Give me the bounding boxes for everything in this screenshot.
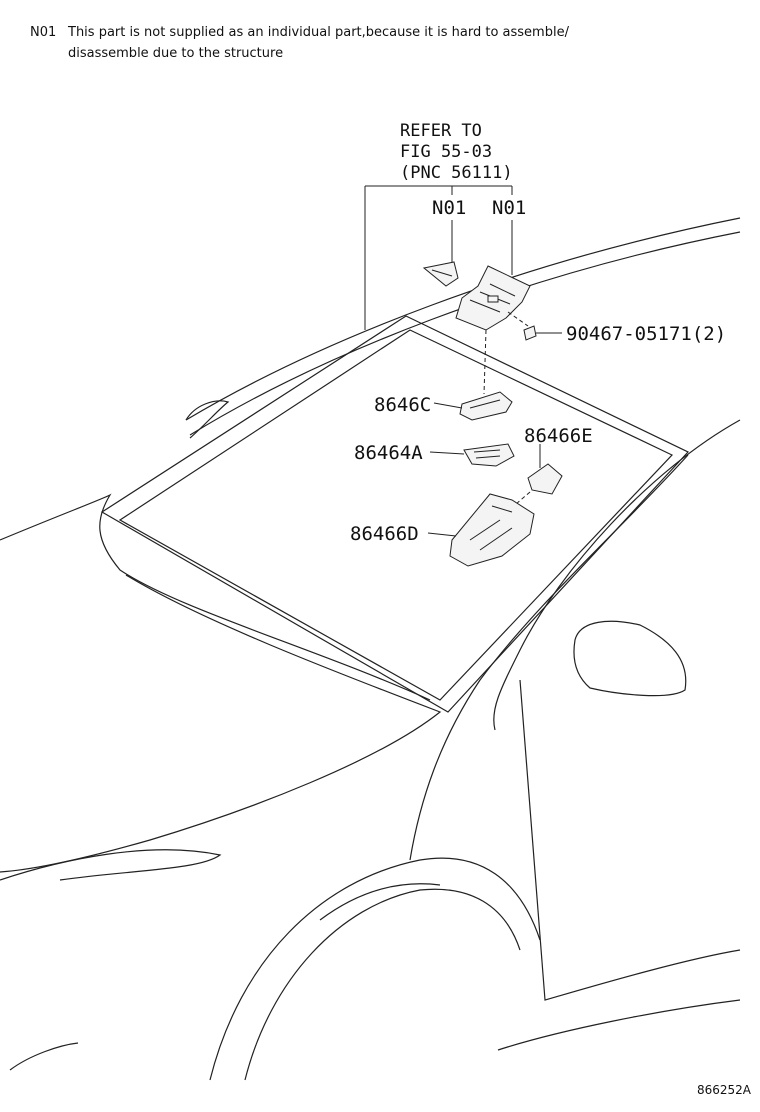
part-8646c — [459, 391, 513, 421]
alignment-dashline-1 — [483, 329, 487, 395]
roof-edge-lower — [189, 231, 741, 436]
leader-86466d — [427, 532, 457, 537]
roof-antenna-base — [185, 400, 230, 439]
wheel-arch-outer — [209, 857, 541, 1081]
refer-bracket-line — [364, 185, 513, 330]
part-8646c-detail — [469, 399, 501, 409]
part-86464a — [463, 443, 515, 467]
callout-86464a: 86464A — [354, 442, 423, 464]
car-body-outline — [0, 217, 741, 1081]
hood-front — [0, 574, 442, 873]
bolt-dashline — [507, 311, 529, 327]
refer-bracket — [364, 185, 513, 330]
footnote-line2: disassemble due to the structure — [68, 46, 284, 61]
front-door-edge — [493, 419, 741, 731]
part-86466e — [527, 463, 563, 495]
leader-86464a — [429, 451, 465, 455]
callout-8646c: 8646C — [374, 394, 431, 416]
part-86466d — [449, 493, 535, 567]
door-panel — [519, 679, 741, 1001]
part-bolt — [523, 325, 537, 341]
bumper-edge — [9, 1042, 79, 1071]
hood-left-edge — [0, 493, 431, 701]
a-pillar-right — [409, 454, 689, 861]
footnote-line1: This part is not supplied as an individu… — [68, 25, 569, 40]
callout-n01-left: N01 — [432, 197, 466, 219]
roof-edge-upper — [185, 217, 741, 421]
refer-line1: REFER TO — [400, 121, 482, 141]
callout-n01-right: N01 — [492, 197, 526, 219]
leader-8646c — [433, 402, 463, 409]
illustration-id: 866252A — [697, 1083, 752, 1097]
refer-line2: FIG 55-03 — [400, 142, 492, 162]
footnote: N01 This part is not supplied as an indiv… — [30, 22, 569, 64]
wheel-arch-detail — [319, 883, 441, 921]
callout-86466d: 86466D — [350, 523, 419, 545]
refer-line3: (PNC 56111) — [400, 163, 513, 183]
callout-bolt: 90467-05171(2) — [566, 323, 726, 345]
side-mirror — [573, 620, 687, 697]
headlight-outline — [0, 849, 222, 881]
rocker-line — [497, 999, 741, 1051]
wheel-arch-inner — [244, 888, 521, 1081]
part-n01-bracket-detail — [431, 269, 453, 277]
footnote-code: N01 — [30, 25, 57, 40]
part-86464a-detail — [473, 449, 501, 459]
windshield-frame — [100, 315, 689, 713]
part-86466d-detail — [469, 505, 513, 551]
windshield-glass — [118, 329, 674, 701]
alignment-dashline-2 — [515, 491, 531, 505]
part-n01-bracket — [422, 261, 459, 287]
callout-86466e: 86466E — [524, 425, 593, 447]
